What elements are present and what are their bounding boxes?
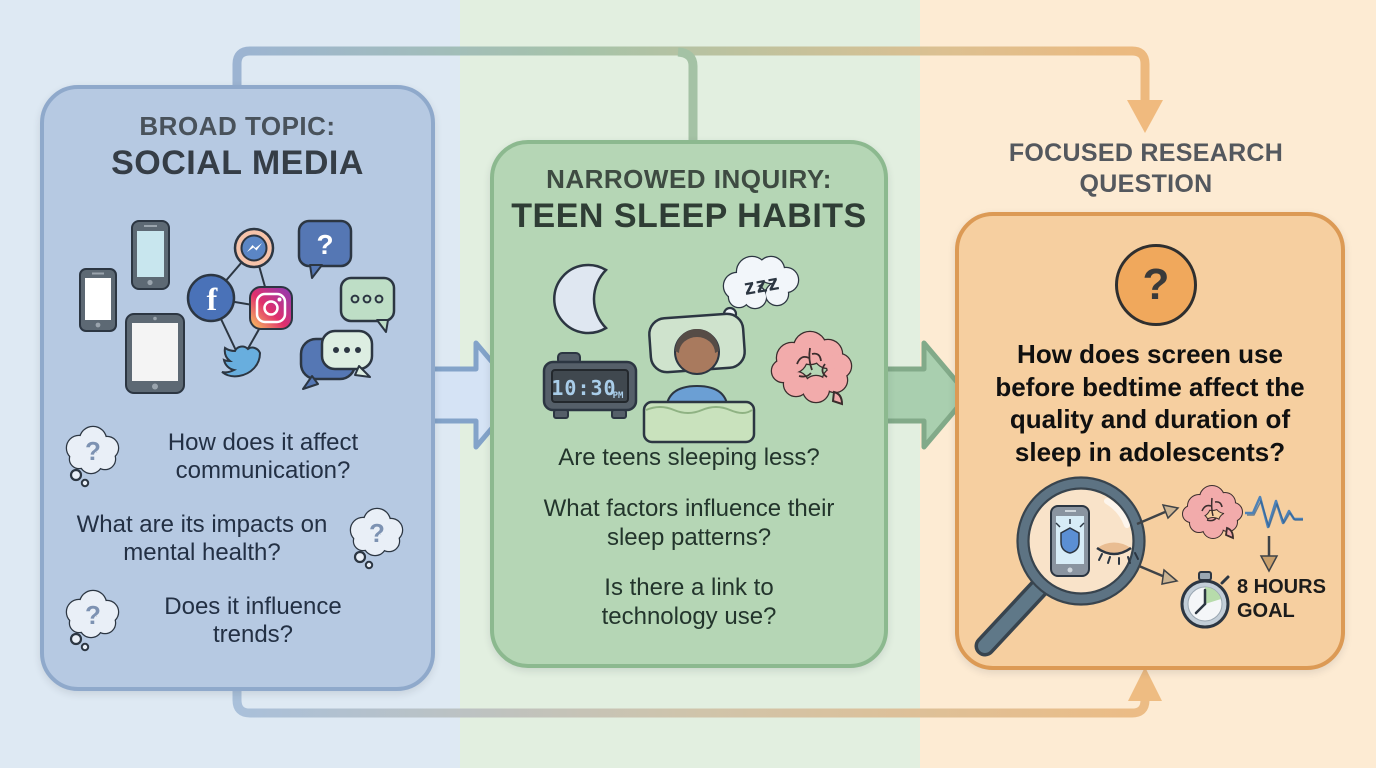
brain-icon — [1182, 485, 1243, 540]
narrowed-question-text: Are teens sleeping less? — [558, 444, 820, 471]
question-mark-glyph: ? — [1142, 260, 1170, 309]
narrowed-question-text: Is there a link to technology use? — [601, 574, 777, 631]
arrow-to-brain-icon — [1136, 503, 1180, 526]
social-media-icon-cluster: f ? — [79, 219, 396, 394]
broad-question-row: ? Does it influence trends? — [58, 589, 418, 653]
question-mark-glyph: ? — [316, 229, 333, 260]
question-mark-glyph: ? — [85, 600, 101, 630]
broad-question-text: What are its impacts on mental health? — [76, 510, 328, 566]
narrowed-inquiry-panel: NARROWED INQUIRY: TEEN SLEEP HABITS zzz — [490, 140, 888, 668]
thought-bubble-question-icon: ? — [349, 507, 404, 570]
focused-question-text: How does screen use before bedtime affec… — [995, 339, 1305, 467]
focused-question-panel: ? How does screen use before bedtime aff… — [955, 212, 1345, 670]
clock-meridiem-text: PM — [613, 391, 624, 401]
stopwatch-icon — [1180, 571, 1230, 629]
thought-bubble-question-icon: ? — [65, 589, 120, 652]
narrowed-question-text: What factors influence their sleep patte… — [543, 494, 835, 551]
alarm-clock-icon: 10:30 PM — [542, 352, 638, 419]
messenger-icon — [233, 227, 275, 269]
dots-speech-bubble-icon — [339, 276, 396, 333]
teen-sleep-illustration: zzz 10:30 PM — [542, 255, 853, 444]
sleep-goal-label: 8 HOURS GOAL — [1237, 576, 1326, 622]
research-analysis-illustration — [974, 476, 1303, 657]
smartphone-icon — [131, 220, 170, 290]
brain-icon — [770, 330, 853, 406]
broad-question-row: ? How does it affect communication? — [58, 425, 418, 489]
broad-question-text: How does it affect communication? — [167, 428, 359, 484]
twitter-bird-icon — [221, 345, 262, 378]
smartphone-icon — [79, 268, 117, 332]
broad-topic-panel: BROAD TOPIC: SOCIAL MEDIA — [40, 85, 435, 691]
broad-question-text: Does it influence trends? — [164, 592, 342, 648]
narrowed-questions: Are teens sleeping less? What factors in… — [494, 444, 884, 632]
crescent-moon-icon — [553, 263, 609, 335]
sleeping-person-icon — [642, 312, 756, 444]
phone-screen-icon — [1050, 505, 1090, 577]
brainwave-icon — [1245, 495, 1303, 529]
question-mark-glyph: ? — [369, 518, 385, 548]
facebook-f-glyph: f — [207, 281, 218, 317]
broad-topic-title: SOCIAL MEDIA — [111, 144, 364, 182]
broad-question-row: What are its impacts on mental health? ? — [62, 507, 422, 571]
down-arrow-icon — [1259, 536, 1279, 573]
focused-research-title: FOCUSED RESEARCH QUESTION — [1008, 139, 1284, 199]
broad-topic-eyebrow: BROAD TOPIC: — [139, 111, 336, 141]
tablet-icon — [125, 313, 185, 394]
zzz-cloud-icon: zzz — [717, 255, 800, 329]
thought-bubble-question-icon: ? — [65, 425, 120, 488]
question-speech-bubble-icon: ? — [297, 219, 353, 279]
question-mark-glyph: ? — [85, 436, 101, 466]
question-circle-icon: ? — [1115, 244, 1197, 326]
chat-bubbles-icon — [299, 329, 374, 390]
narrowed-inquiry-title: TEEN SLEEP HABITS — [511, 197, 867, 235]
arrow-to-stopwatch-icon — [1138, 564, 1179, 585]
closed-eye-icon — [1096, 542, 1139, 565]
instagram-icon — [249, 286, 293, 330]
clock-time-text: 10:30 — [551, 376, 616, 400]
zzz-text: zzz — [742, 269, 782, 300]
facebook-icon: f — [186, 273, 236, 323]
narrowed-inquiry-eyebrow: NARROWED INQUIRY: — [546, 164, 832, 194]
